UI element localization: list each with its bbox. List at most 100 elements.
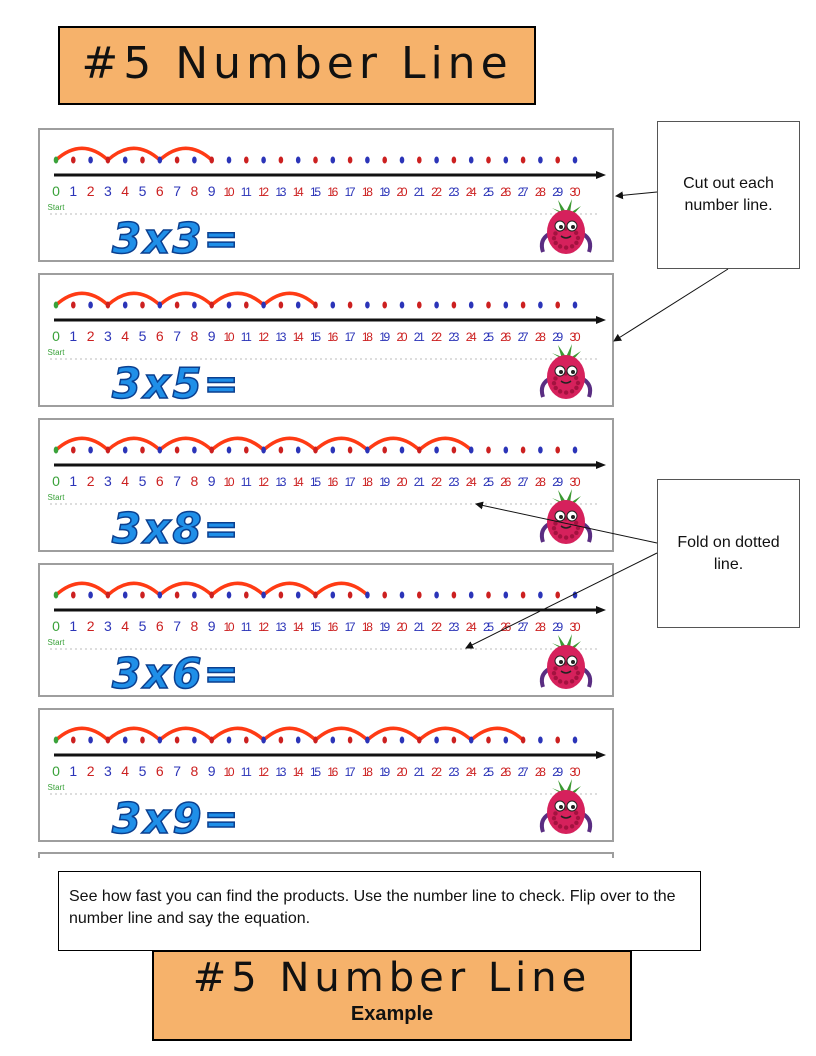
jump-arc	[417, 436, 473, 452]
tick-label: 12	[258, 620, 269, 634]
tick-label: 20	[397, 620, 408, 634]
tick-dot	[209, 591, 214, 599]
tick-label: 5	[139, 183, 147, 199]
tick-dot	[486, 301, 491, 309]
tick-dot	[53, 591, 59, 599]
tick-dot	[347, 446, 353, 454]
tick-dot	[503, 156, 509, 164]
tick-dot	[330, 156, 336, 164]
tick-dot	[88, 591, 93, 599]
tick-label: 23	[448, 185, 459, 199]
tick-dot	[399, 446, 405, 454]
tick-label: 29	[552, 185, 563, 199]
tick-dot	[226, 156, 232, 164]
tick-label: 26	[500, 185, 511, 199]
tick-label: 14	[293, 765, 304, 779]
tick-dot	[538, 301, 543, 309]
tick-dot	[555, 301, 560, 309]
tick-label: 24	[466, 185, 477, 199]
tick-label: 11	[241, 475, 252, 489]
tick-dot	[226, 736, 232, 744]
tick-dot	[434, 736, 439, 744]
tick-label: 12	[258, 185, 269, 199]
arrow-head-icon	[596, 606, 606, 614]
tick-dot	[122, 301, 128, 309]
jump-arc	[158, 436, 214, 452]
tick-label: 13	[275, 185, 286, 199]
tick-label: 18	[362, 765, 373, 779]
tick-dot	[468, 301, 474, 309]
tick-label: 25	[483, 185, 494, 199]
tick-label: 15	[310, 620, 321, 634]
tick-dot	[88, 736, 93, 744]
tick-dot	[71, 156, 76, 164]
tick-label: 19	[379, 620, 390, 634]
tick-label: 2	[87, 618, 95, 634]
tick-dot	[451, 591, 457, 599]
tick-dot	[538, 156, 543, 164]
tick-dot	[244, 591, 249, 599]
tick-label: 28	[535, 475, 546, 489]
tick-dot	[105, 736, 111, 744]
tick-label: 4	[121, 763, 129, 779]
tick-label: 26	[500, 475, 511, 489]
tick-dot	[53, 301, 59, 309]
tick-dot	[468, 156, 474, 164]
tick-dot	[209, 736, 214, 744]
tick-label: 28	[535, 765, 546, 779]
tick-dot	[174, 446, 180, 454]
tick-dot	[503, 591, 509, 599]
tick-dot	[278, 301, 284, 309]
tick-dot	[53, 156, 59, 164]
tick-label: 13	[275, 330, 286, 344]
page-title: #5 Number Line	[81, 38, 513, 89]
tick-label: 21	[414, 330, 425, 344]
callout-arrow	[615, 191, 658, 200]
tick-dot	[261, 736, 266, 744]
tick-label: 11	[241, 330, 252, 344]
tick-dot	[174, 156, 180, 164]
tick-label: 27	[518, 620, 529, 634]
tick-dot	[71, 591, 76, 599]
tick-label: 8	[191, 618, 199, 634]
tick-dot	[572, 446, 578, 454]
tick-label: 10	[224, 475, 235, 489]
jump-arc	[54, 436, 110, 452]
tick-label: 7	[173, 618, 181, 634]
tick-dot	[330, 446, 336, 454]
tick-label: 23	[448, 765, 459, 779]
tick-dot	[295, 591, 301, 599]
tick-label: 12	[258, 765, 269, 779]
tick-dot	[313, 301, 318, 309]
tick-dot	[157, 591, 163, 599]
tick-label: 19	[379, 185, 390, 199]
tick-label: 21	[414, 475, 425, 489]
tick-label: 11	[241, 185, 252, 199]
tick-label: 21	[414, 765, 425, 779]
tick-dot	[365, 736, 370, 744]
tick-dot	[538, 591, 543, 599]
tick-dot	[278, 446, 284, 454]
tick-label: 13	[275, 765, 286, 779]
tick-dot	[365, 591, 370, 599]
tick-dot	[192, 591, 197, 599]
tick-dot	[399, 591, 405, 599]
tick-label: 22	[431, 620, 442, 634]
tick-dot	[468, 591, 474, 599]
raspberry-icon	[539, 779, 593, 834]
tick-label: 23	[448, 330, 459, 344]
tick-dot	[88, 301, 93, 309]
arrow-head-icon	[596, 316, 606, 324]
tick-label: 5	[139, 618, 147, 634]
tick-dot	[295, 446, 301, 454]
jump-arc	[209, 436, 266, 452]
tick-label: 24	[466, 330, 477, 344]
tick-label: 20	[397, 765, 408, 779]
jump-arc	[158, 726, 214, 742]
tick-dot	[572, 591, 578, 599]
tick-dot	[538, 736, 543, 744]
tick-label: 10	[224, 330, 235, 344]
tick-dot	[313, 446, 318, 454]
start-label: Start	[48, 783, 66, 792]
